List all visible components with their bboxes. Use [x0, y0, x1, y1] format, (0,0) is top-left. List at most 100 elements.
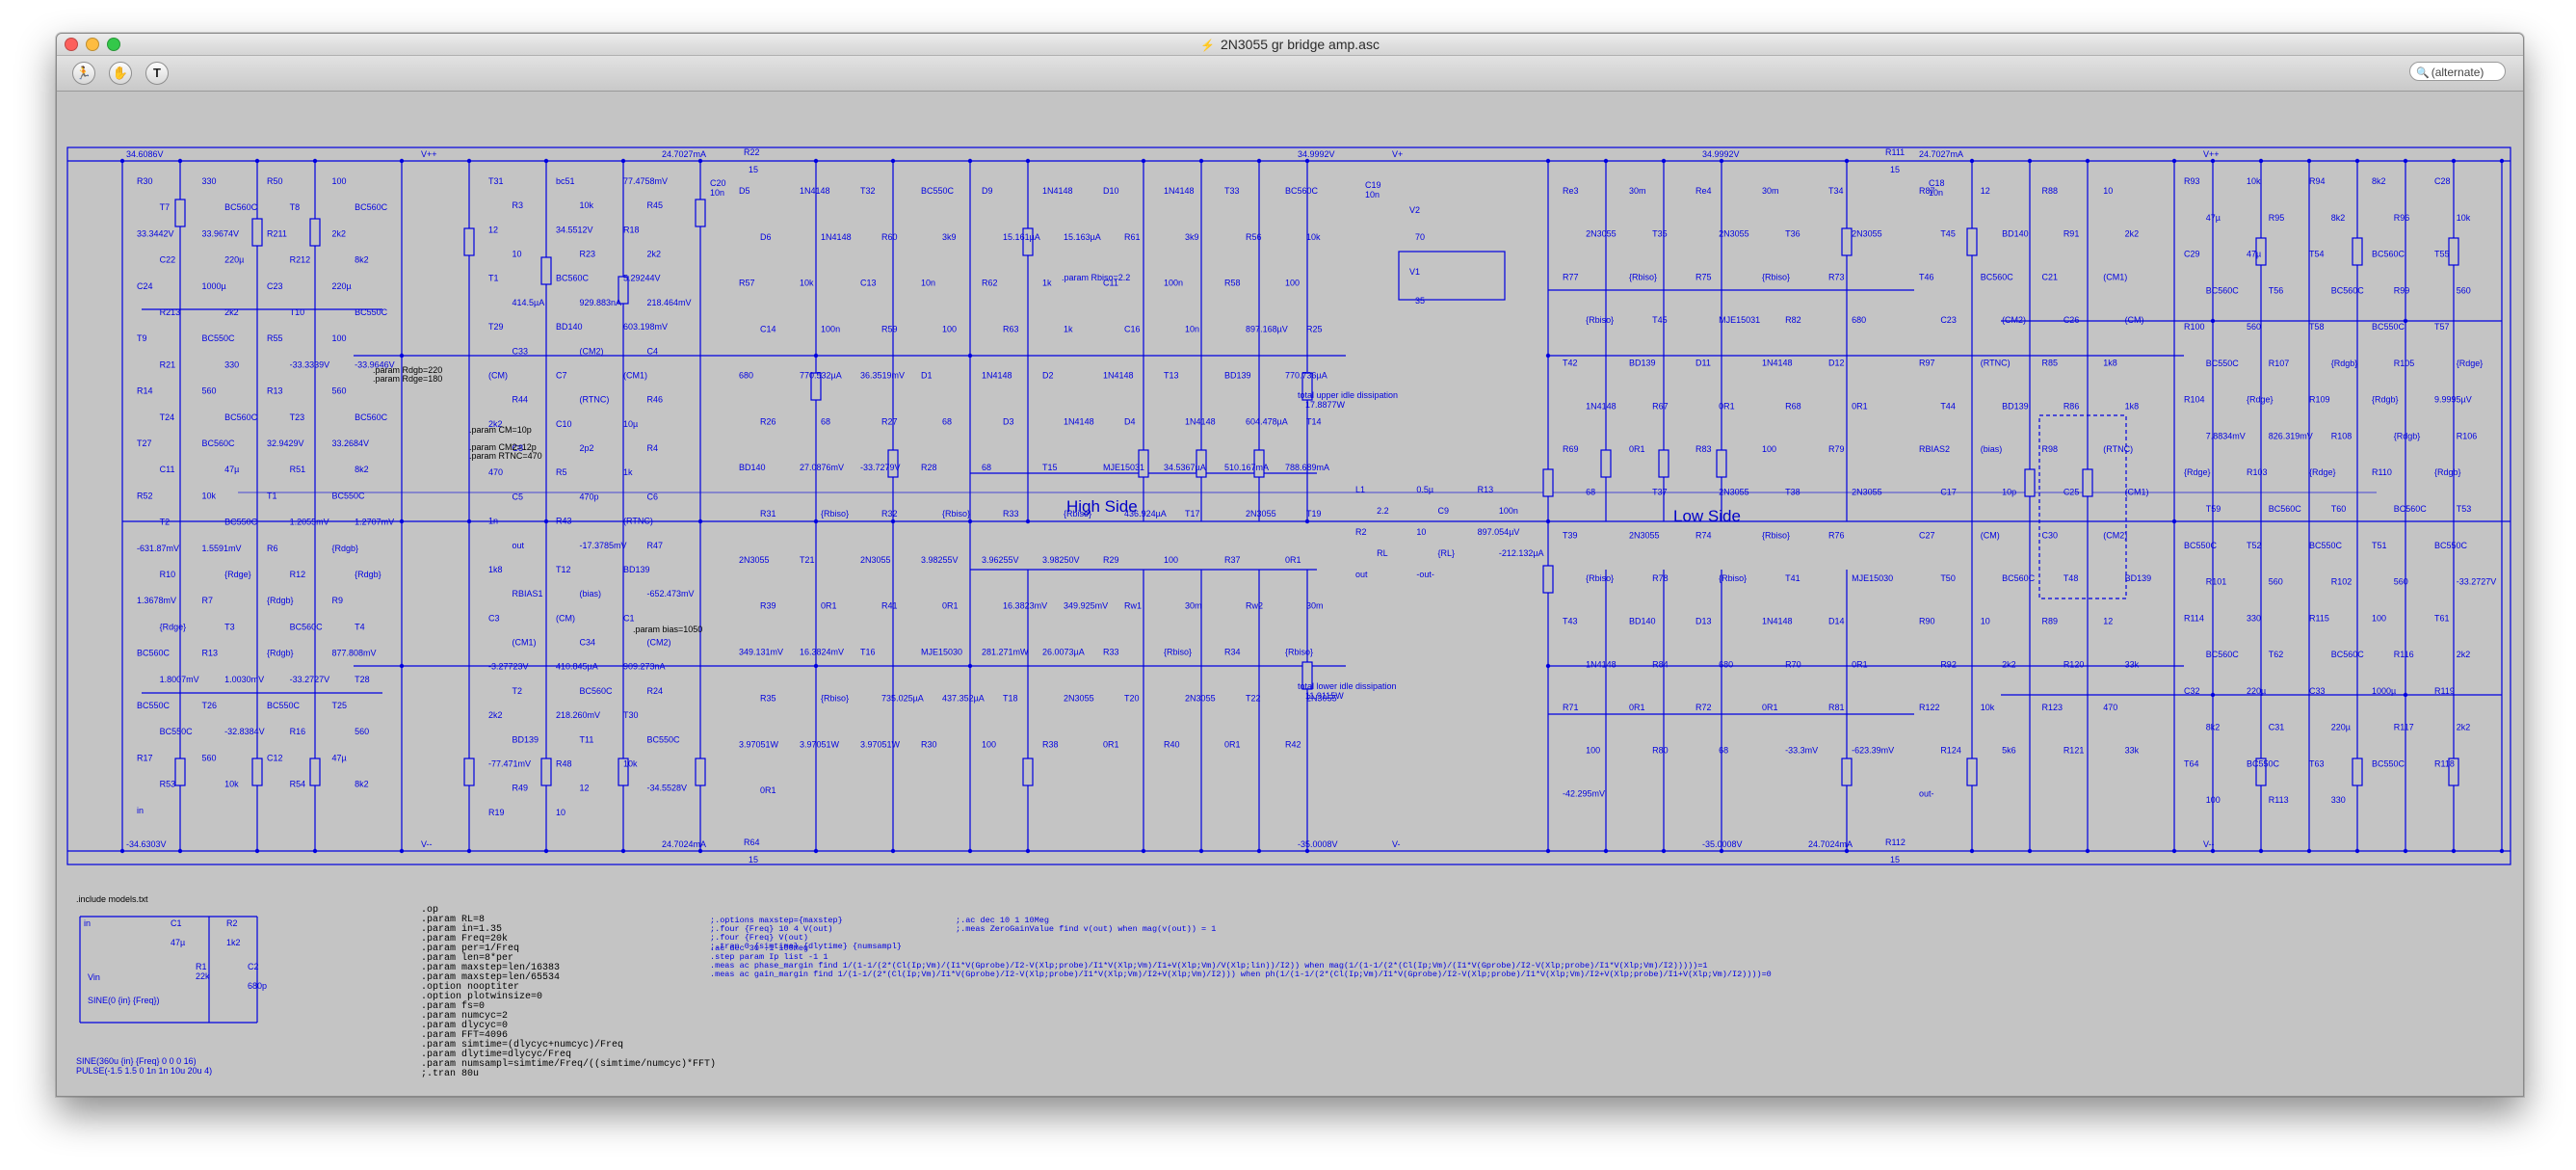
component-label[interactable]: -out- — [1416, 570, 1434, 579]
component-label[interactable]: 510.167mA — [1224, 463, 1269, 472]
component-label[interactable]: 735.025µA — [881, 693, 924, 703]
component-label[interactable]: R44 — [513, 395, 529, 405]
component-label[interactable]: -77.471mV — [488, 758, 531, 768]
component-label[interactable]: R70 — [1785, 659, 1801, 669]
component-label[interactable]: 1N4148 — [821, 232, 852, 242]
component-label[interactable]: BC550C — [137, 701, 171, 710]
component-label[interactable]: R40 — [1164, 739, 1180, 749]
component-label[interactable]: D2 — [1042, 370, 1054, 380]
component-label[interactable]: BC550C — [2247, 758, 2280, 768]
component-label[interactable]: -33.7279V — [860, 463, 901, 472]
component-label[interactable]: C3 — [488, 613, 500, 623]
component-label[interactable]: 12 — [488, 225, 498, 234]
resistor-symbol[interactable] — [1716, 449, 1727, 478]
component-label[interactable]: (CM) — [1981, 530, 2000, 540]
component-label[interactable]: 220µ — [332, 281, 352, 291]
component-label[interactable]: 68 — [942, 416, 952, 426]
component-label[interactable]: BD139 — [513, 734, 539, 744]
component-label[interactable]: 33k — [2125, 659, 2140, 669]
component-label[interactable]: {Rdge} — [2247, 395, 2274, 405]
directive-line[interactable]: ;.options maxstep={maxstep} — [710, 916, 843, 925]
component-label[interactable]: C6 — [647, 492, 659, 501]
component-label[interactable]: BC550C — [267, 701, 301, 710]
component-label[interactable]: 680 — [1719, 659, 1733, 669]
component-label[interactable]: BC550C — [2434, 541, 2468, 550]
component-label[interactable]: 100n — [821, 325, 840, 334]
component-label[interactable]: 10k — [2457, 213, 2471, 223]
component-label[interactable]: 1N4148 — [1185, 416, 1216, 426]
component-label[interactable]: 1k — [1042, 279, 1052, 288]
component-label[interactable]: C10 — [556, 419, 572, 429]
component-label[interactable]: R109 — [2309, 395, 2330, 405]
directive-line[interactable]: .param maxstep=len/16383 — [421, 962, 560, 973]
component-label[interactable]: C23 — [1940, 315, 1957, 325]
component-label[interactable]: 1000µ — [2372, 686, 2396, 696]
component-label[interactable]: 26.0073µA — [1042, 648, 1085, 657]
component-label[interactable]: T31 — [488, 176, 504, 186]
component-label[interactable]: R13 — [202, 649, 219, 658]
resistor-symbol[interactable] — [695, 199, 706, 227]
component-label[interactable]: BD139 — [1629, 359, 1656, 368]
component-label[interactable]: T25 — [332, 701, 348, 710]
component-label[interactable]: 100n — [1164, 279, 1183, 288]
component-label[interactable]: R91 — [2063, 229, 2080, 239]
component-label[interactable]: R56 — [1246, 232, 1262, 242]
component-label[interactable]: 0R1 — [821, 601, 837, 611]
component-label[interactable]: R30 — [137, 176, 153, 186]
component-label[interactable]: 770.532µA — [800, 370, 842, 380]
resistor-symbol[interactable] — [251, 218, 263, 247]
component-label[interactable]: R54 — [290, 780, 306, 789]
component-label[interactable]: BC560C — [2372, 250, 2405, 259]
component-label[interactable]: R122 — [1919, 703, 1940, 712]
component-label[interactable]: 414.5µA — [513, 298, 545, 307]
component-label[interactable]: BC550C — [2309, 541, 2343, 550]
component-label[interactable]: R2 — [1355, 527, 1367, 537]
component-label[interactable]: R90 — [1919, 617, 1935, 626]
component-label[interactable]: 410.845µA — [556, 662, 598, 672]
component-label[interactable]: {Rbiso} — [1762, 530, 1790, 540]
resistor-symbol[interactable] — [309, 218, 321, 247]
directive-line[interactable]: .param FFT=4096 — [421, 1030, 508, 1041]
component-label[interactable]: R213 — [160, 307, 181, 317]
component-label[interactable]: R88 — [2042, 186, 2059, 196]
component-label[interactable]: BC560C — [1981, 272, 2014, 281]
resistor-symbol[interactable] — [174, 758, 186, 786]
directive-line[interactable]: .option plotwinsize=0 — [421, 991, 542, 1002]
component-label[interactable]: R4 — [647, 443, 659, 453]
component-label[interactable]: (CM2) — [580, 346, 604, 356]
component-label[interactable]: T32 — [860, 186, 876, 196]
component-label[interactable]: 12 — [2103, 617, 2113, 626]
component-label[interactable]: T63 — [2309, 758, 2325, 768]
component-label[interactable]: BC550C — [921, 186, 955, 196]
component-label[interactable]: R35 — [760, 693, 776, 703]
component-label[interactable]: 2N3055 — [1852, 229, 1882, 239]
component-label[interactable]: T9 — [137, 333, 147, 343]
component-label[interactable]: -212.132µA — [1499, 548, 1544, 558]
component-label[interactable]: R13 — [267, 386, 283, 396]
component-label[interactable]: 8k2 — [355, 255, 369, 265]
component-label[interactable]: 0.5µ — [1416, 485, 1433, 494]
component-label[interactable]: R68 — [1785, 401, 1801, 411]
directive-line[interactable]: .param maxstep=len/65534 — [421, 971, 560, 983]
run-icon[interactable]: 🏃 — [72, 62, 95, 85]
component-label[interactable]: BD139 — [2125, 573, 2152, 583]
component-label[interactable]: 12 — [580, 784, 590, 793]
component-label[interactable]: T13 — [1164, 370, 1179, 380]
component-label[interactable]: {Rbiso} — [1064, 509, 1091, 519]
component-label[interactable]: C26 — [2063, 315, 2080, 325]
component-label[interactable]: C34 — [580, 638, 596, 648]
component-label[interactable]: 1.2707mV — [355, 518, 394, 527]
component-label[interactable]: R33 — [1103, 648, 1119, 657]
component-label[interactable]: 15.161µA — [1003, 232, 1040, 242]
component-label[interactable]: D4 — [1124, 416, 1136, 426]
component-label[interactable]: 10k — [1306, 232, 1321, 242]
component-label[interactable]: -631.87mV — [137, 544, 179, 553]
component-label[interactable]: 560 — [2457, 285, 2471, 295]
component-label[interactable]: 10k — [224, 780, 239, 789]
component-label[interactable]: 10k — [800, 279, 814, 288]
component-label[interactable]: T59 — [2206, 504, 2221, 514]
component-label[interactable]: 680 — [739, 370, 753, 380]
component-label[interactable]: R31 — [760, 509, 776, 519]
component-label[interactable]: 0R1 — [1103, 739, 1119, 749]
component-label[interactable]: T48 — [2063, 573, 2079, 583]
